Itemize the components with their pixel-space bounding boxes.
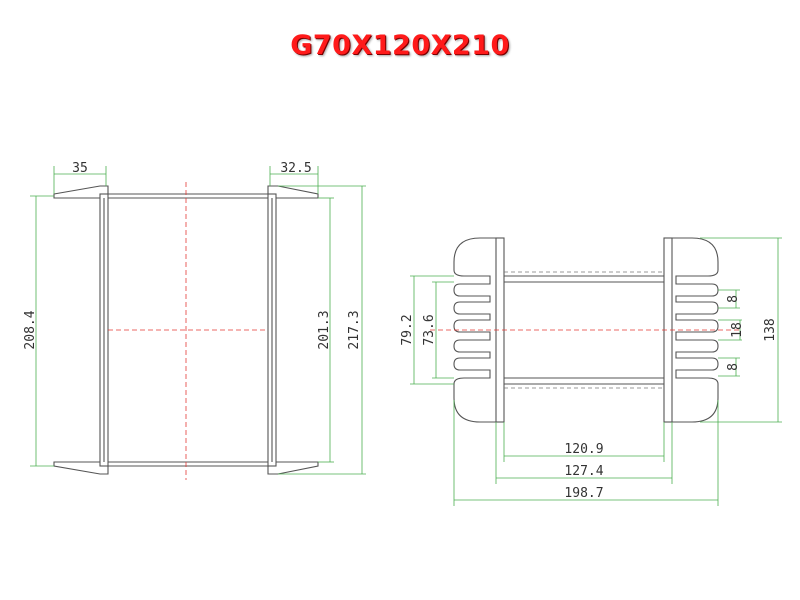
end-right-flange [667,237,719,423]
dim-end-138: 138 [763,318,778,341]
dim-end-8-top: 8 [726,295,741,303]
dim-end-79-2: 79.2 [400,314,415,345]
dim-side-201-3: 201.3 [317,310,332,349]
dim-side-208-4: 208.4 [23,310,38,349]
dim-end-120-9: 120.9 [564,442,603,457]
dim-side-32-5: 32.5 [280,161,311,176]
side-view [53,182,319,480]
side-top-flange [53,185,319,199]
dim-side-35: 35 [72,161,88,176]
dim-end-18: 18 [730,322,745,338]
dim-side-217-3: 217.3 [347,310,362,349]
dim-end-127-4: 127.4 [564,464,603,479]
end-left-flange [453,237,499,423]
end-view [430,237,740,423]
end-view-dimensions: 79.2 73.6 8 18 8 138 120.9 127.4 [400,237,782,506]
dim-end-73-6: 73.6 [422,314,437,345]
drawing-title: G70X120X210 [290,30,510,61]
dim-end-198-7: 198.7 [564,486,603,501]
side-view-dimensions: 35 32.5 208.4 201.3 217.3 [23,161,366,475]
dim-end-8-bottom: 8 [726,363,741,371]
